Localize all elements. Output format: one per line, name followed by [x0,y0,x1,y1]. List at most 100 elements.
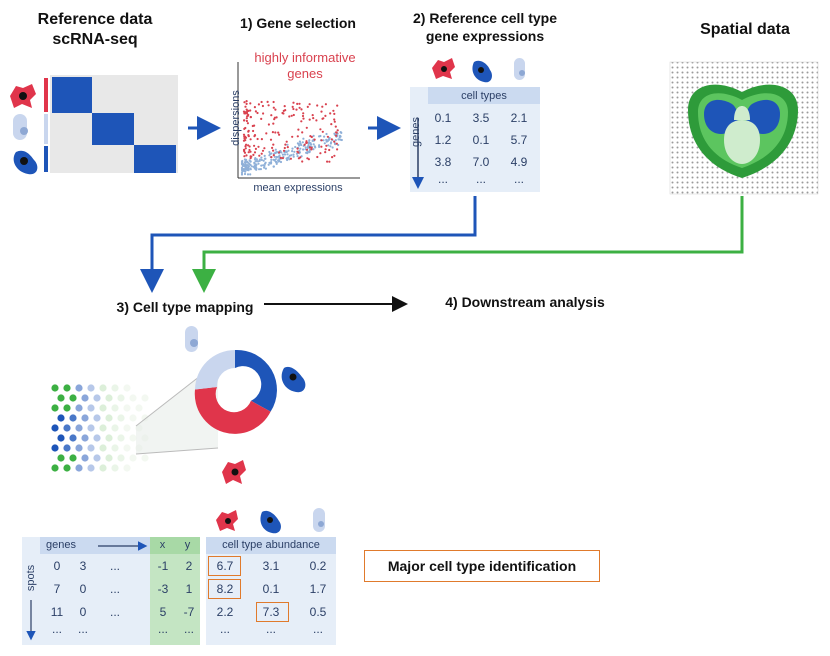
gene-r1c1: 0 [79,582,87,596]
scatter-point-high [249,109,252,112]
scatter-point-low [244,164,247,167]
scatter-point-low [309,143,313,146]
abund-r1c1: 0.1 [262,582,280,596]
scatter-point-low [244,161,247,164]
scatter-point-low [287,156,290,159]
scatter-point-high [247,135,250,138]
spots-header: spots [25,564,37,592]
scatter-point-high [245,119,248,123]
tissue-spot [51,444,59,452]
scatter-point-low [312,148,315,151]
ref-red-cell-icon [432,58,455,79]
scatter-point-low [257,162,260,165]
scatter-point-high [306,105,309,108]
scatter-point-low [275,161,278,164]
gene-r3c0: ... [51,622,62,636]
scatter-point-high [328,160,331,163]
ref-cell-r0c1: 3.5 [472,111,490,125]
scatter-point-low [304,146,307,149]
scatter-point-high [260,117,263,120]
highlight-box-row0 [208,556,241,576]
scatter-point-high [296,102,299,105]
reference-heatmap [44,75,178,173]
ref-cell-r3c0: ... [437,172,448,186]
ref-to-mapping-connector [140,196,477,293]
gene-selection-plot [237,62,360,179]
scatter-point-low [288,154,291,157]
scatter-point-high [324,103,327,106]
scatter-point-low [327,144,330,147]
tissue-spot [111,424,119,432]
abundance-table-bg [206,537,336,645]
scatter-point-high [305,141,308,144]
genes-header-bg [40,537,150,554]
scatter-point-low [253,158,257,161]
gene-r1c0: 7 [53,582,61,596]
scatter-point-high [296,150,299,153]
tissue-spot [129,414,137,422]
scatter-point-low [274,158,277,161]
scatter-point-low [291,147,294,150]
scatter-point-high [245,100,248,103]
scatter-point-low [281,153,284,156]
scatter-point-high [258,154,261,157]
scatter-point-low [308,139,311,142]
scatter-point-low [241,159,244,163]
scatter-point-high [261,149,265,152]
tissue-spot [57,414,65,422]
scatter-point-high [278,133,281,136]
tissue-spot [75,384,83,392]
scatter-point-high [320,110,323,113]
scatter-point-high [254,110,257,113]
tissue-spot [111,384,119,392]
scatter-point-high [253,151,257,154]
scatter-point-low [302,137,305,140]
scatter-point-high [260,152,263,155]
scatter-point-high [319,128,322,131]
ref-cell-r3c2: ... [513,172,524,186]
scatter-point-high [292,101,295,104]
scatter-point-high [281,111,284,115]
scatter-point-high [256,137,259,141]
mean-expressions-axis-label: mean expressions [253,182,343,194]
scatter-point-high [335,131,338,134]
scatter-point-low [246,173,250,176]
ref-cell-r2c2: 4.9 [510,155,528,169]
scatter-point-high [245,117,248,120]
scatter-point-high [332,109,335,112]
scatter-point-high [281,157,284,160]
scatter-point-high [291,105,294,108]
bottom-light-blue-cell-icon [313,508,325,532]
spatial-title: Spatial data [700,21,790,38]
scatter-point-high [336,104,339,107]
tissue-spot [105,454,113,462]
scatter-point-low [268,161,271,164]
scatter-point-low [287,149,290,152]
scatter-point-high [315,119,318,122]
scatter-point-low [286,153,289,156]
gene-r0c2: ... [109,559,120,573]
scatter-point-high [253,134,257,137]
scatter-point-low [297,143,300,146]
scatter-point-high [273,118,276,121]
scatter-point-high [270,114,273,117]
abund-r3c1: ... [265,622,276,636]
genes-table-bg [22,537,150,645]
scatter-point-low [263,154,266,157]
scatter-point-low [305,151,308,154]
scatter-point-low [312,134,315,137]
scatter-point-high [242,148,246,152]
scatter-point-high [247,109,250,112]
scatter-point-high [283,146,286,150]
reference-title: Reference data scRNA-seq [20,10,170,50]
scatter-point-low [274,148,277,151]
ref-cell-r2c1: 7.0 [472,155,490,169]
scatter-point-high [316,104,319,107]
scatter-point-low [277,159,280,162]
scatter-point-low [240,171,244,174]
xy-table-bg [150,537,200,645]
tissue-spot [93,434,101,442]
scatter-point-high [333,120,336,123]
scatter-point-low [270,158,273,161]
spatial-tissue [669,61,819,195]
